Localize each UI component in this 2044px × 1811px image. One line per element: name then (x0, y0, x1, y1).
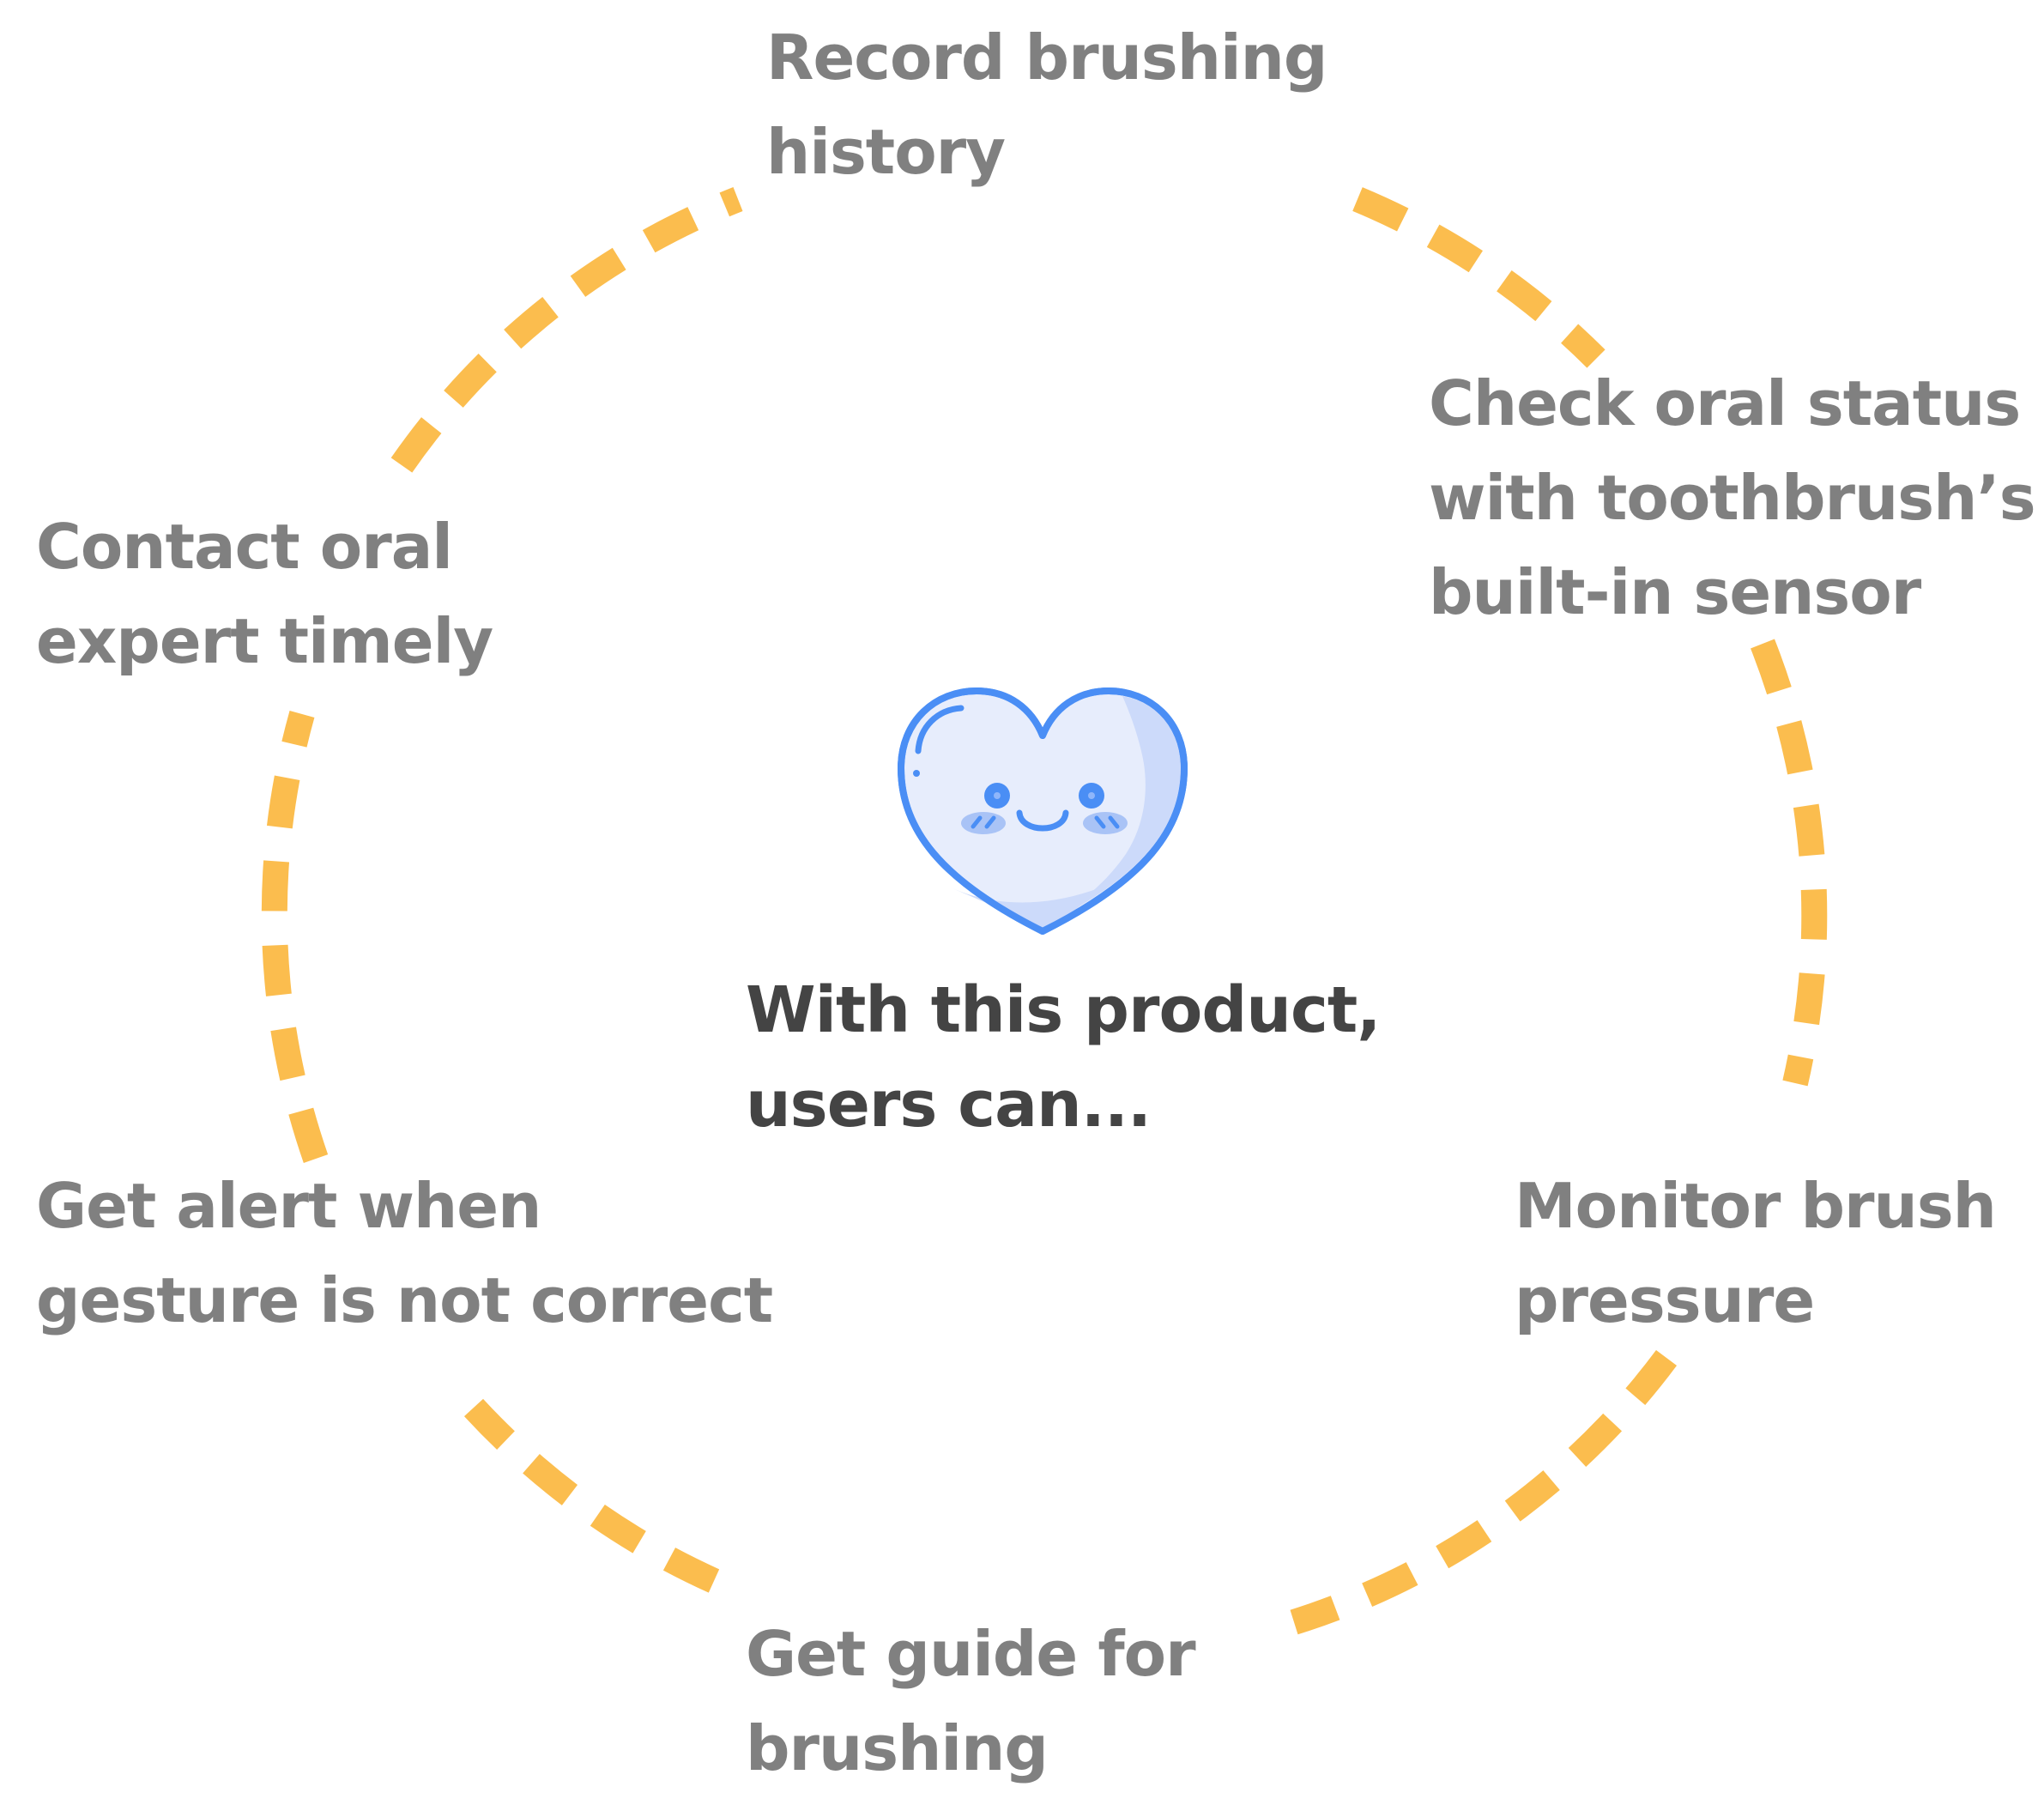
feature-contact-line-1: Contact oral (36, 511, 453, 583)
heart-shade (1043, 696, 1181, 926)
ring-segment-top-right (1352, 187, 1606, 368)
feature-gesture-alert: Get alert when gesture is not correct (36, 1159, 773, 1348)
feature-guide-line-2: brushing (746, 1712, 1049, 1784)
feature-monitor-line-1: Monitor brush (1515, 1170, 1997, 1242)
feature-record-history: Record brushing history (766, 10, 1327, 199)
ring-segment-top-left (390, 187, 743, 473)
heart-highlight-dot (913, 770, 920, 777)
ring-segment-left (261, 710, 329, 1163)
left-cheek (961, 812, 1006, 834)
feature-check-oral-status: Check oral status with toothbrush’s buil… (1429, 356, 2036, 639)
feature-guide-line-1: Get guide for (746, 1618, 1196, 1690)
center-caption: With this product, users can... (746, 963, 1381, 1152)
ring-segment-bottom-left (463, 1398, 720, 1593)
feature-check-line-2: with toothbrush’s (1429, 462, 2036, 534)
ring-segment-right (1751, 639, 1828, 1087)
feature-monitor-line-2: pressure (1515, 1264, 1815, 1336)
ring-segment-bottom-right (1290, 1350, 1678, 1635)
feature-monitor-pressure: Monitor brush pressure (1515, 1159, 1997, 1348)
feature-contact-expert: Contact oral expert timely (36, 500, 493, 688)
smiling-heart-icon (898, 687, 1188, 935)
feature-contact-line-2: expert timely (36, 605, 493, 677)
heart-highlight (915, 705, 965, 754)
center-caption-line-1: With this product, (746, 973, 1381, 1047)
feature-alert-line-2: gesture is not correct (36, 1264, 773, 1336)
feature-record-line-2: history (766, 116, 1006, 188)
feature-record-line-1: Record brushing (766, 21, 1327, 94)
center-caption-line-2: users can... (746, 1068, 1152, 1142)
smile (1016, 809, 1069, 832)
right-cheek (1083, 812, 1128, 834)
feature-check-line-3: built-in sensor (1429, 556, 1921, 628)
feature-alert-line-1: Get alert when (36, 1170, 541, 1242)
feature-check-line-1: Check oral status (1429, 367, 2021, 439)
feature-brushing-guide: Get guide for brushing (746, 1607, 1196, 1796)
